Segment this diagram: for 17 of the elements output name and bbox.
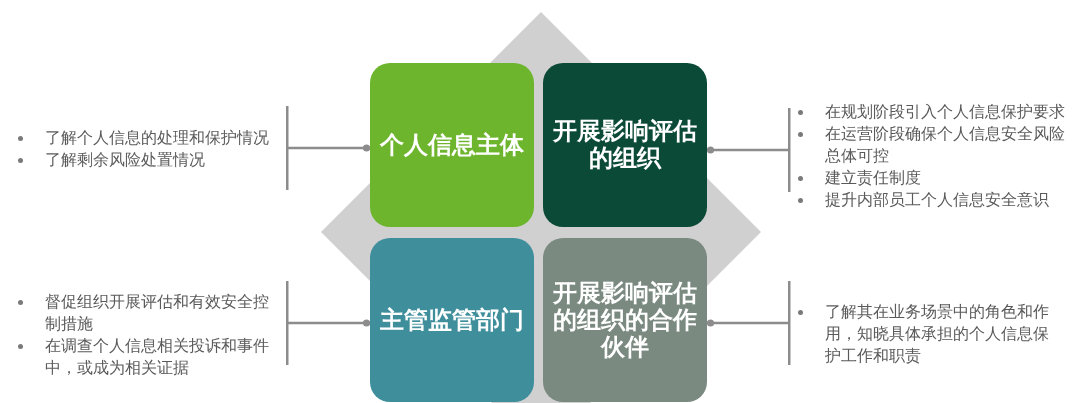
bracket-connector — [285, 281, 371, 365]
bullet-point-text: 了解剩余风险处置情况 — [45, 149, 206, 171]
bullet-point-text: 督促组织开展评估和有效安全控制措施 — [45, 291, 270, 335]
quadrant-box: 个人信息主体 — [370, 63, 534, 227]
bullet-point-text: 建立责任制度 — [825, 167, 922, 189]
bullet-point-text: 了解个人信息的处理和保护情况 — [45, 127, 270, 149]
quadrant-box: 主管监管部门 — [370, 238, 534, 402]
bracket-connector — [706, 281, 791, 365]
quadrant-box: 开展影响评估的组织 — [543, 63, 707, 227]
bullet-point-text: 在规划阶段引入个人信息保护要求 — [825, 101, 1066, 123]
bullet-point-text: 在调查个人信息相关投诉和事件中，或成为相关证据 — [45, 335, 270, 379]
quadrant-box: 开展影响评估的组织的合作伙伴 — [543, 238, 707, 402]
bullet-point-text: 了解其在业务场景中的角色和作用，知晓具体承担的个人信息保护工作和职责 — [825, 301, 1050, 367]
bullet-point-text: 在运营阶段确保个人信息安全风险总体可控 — [825, 123, 1066, 167]
bracket-connector — [285, 106, 371, 190]
bracket-connector — [706, 108, 791, 192]
bullet-point-text: 提升内部员工个人信息安全意识 — [825, 189, 1050, 211]
